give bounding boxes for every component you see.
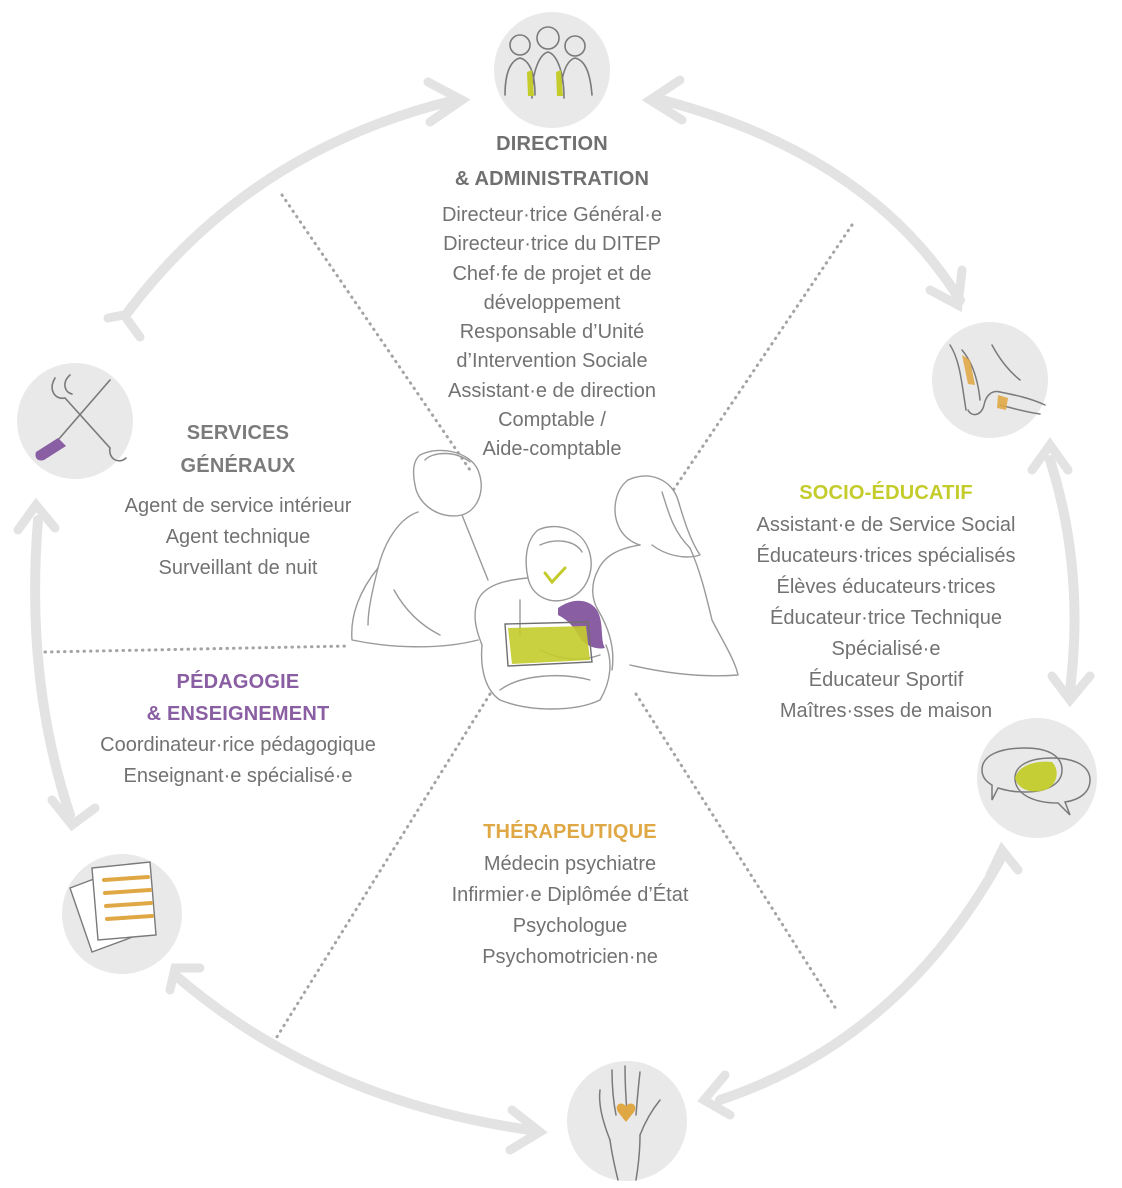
socio-role: Maîtres·sses de maison (779, 700, 993, 722)
therapeutique-role: Psychomotricien·ne (482, 946, 658, 968)
section-services-generaux: SERVICES GÉNÉRAUX Agent de service intér… (125, 417, 352, 584)
arrow-top-right (657, 95, 965, 305)
direction-role: Responsable d’Unité (459, 321, 645, 344)
direction-role: Directeur·trice Général·e (441, 204, 663, 226)
arrowhead-left-end (47, 795, 100, 832)
socio-role-list: Assistant·e de Service Social Éducateurs… (756, 510, 1015, 727)
socio-role: Éducateur Sportif (808, 669, 964, 691)
services-role-list: Agent de service intérieur Agent techniq… (125, 491, 352, 584)
socio-title: SOCIO-ÉDUCATIF (799, 482, 973, 504)
arrow-bottom-left (170, 970, 535, 1135)
separator-bottom-left (273, 692, 492, 1042)
pedagogie-role: Enseignant·e spécialisé·e (123, 765, 353, 787)
therapeutique-role-list: Médecin psychiatre Infirmier·e Diplômée … (452, 849, 689, 973)
separator-bottom-right (634, 692, 840, 1014)
section-therapeutique: THÉRAPEUTIQUE Médecin psychiatre Infirmi… (452, 815, 689, 973)
direction-role: Assistant·e de direction (448, 379, 656, 402)
socio-role: Éducateurs·trices spécialisés (756, 545, 1016, 567)
socio-role: Spécialisé·e (831, 638, 941, 660)
central-green-book (508, 626, 590, 664)
therapeutique-role: Infirmier·e Diplômée d’État (451, 884, 689, 906)
direction-title-line2: & ADMINISTRATION (454, 168, 650, 190)
arrowhead-top-left-end (423, 77, 471, 127)
arrowhead-bottom-right-start (985, 841, 1023, 880)
services-title-line2: GÉNÉRAUX (180, 455, 296, 477)
direction-role: développement (483, 291, 621, 314)
services-role: Surveillant de nuit (158, 557, 318, 579)
pedagogie-title-line1: PÉDAGOGIE (176, 671, 300, 693)
direction-role-list: Directeur·trice Général·e Directeur·tric… (442, 201, 662, 465)
section-direction-administration: DIRECTION & ADMINISTRATION Directeur·tri… (442, 127, 662, 465)
hand-heart-icon (567, 1061, 687, 1181)
arrow-right (1045, 455, 1080, 695)
arrowhead-top-right-end (925, 265, 967, 313)
services-role: Agent technique (165, 526, 311, 548)
arrow-top-left (123, 95, 460, 317)
dotted-separators (43, 193, 854, 1042)
separator-left (43, 644, 352, 654)
hands-icon (932, 322, 1048, 438)
pedagogie-role: Coordinateur·rice pédagogique (100, 734, 376, 756)
arrowhead-top-left-start (103, 310, 145, 342)
direction-role: d’Intervention Sociale (456, 350, 648, 373)
arrowhead-left-start (13, 497, 60, 535)
tools-icon (17, 363, 133, 479)
central-book-outline (504, 621, 593, 667)
separator-top-right (670, 223, 854, 494)
socio-role: Élèves éducateurs·trices (776, 576, 996, 598)
arrowhead-top-right-start (641, 75, 687, 125)
direction-role: Directeur·trice du DITEP (443, 233, 661, 256)
pedagogie-title-line2: & ENSEIGNEMENT (146, 703, 330, 725)
arrowhead-bottom-left-end (505, 1105, 548, 1155)
arrowhead-bottom-right-end (697, 1070, 735, 1120)
services-title-line1: SERVICES (186, 422, 290, 444)
therapeutique-title: THÉRAPEUTIQUE (483, 821, 657, 843)
arrowhead-right-start (1027, 437, 1073, 475)
arrowhead-bottom-left-start (165, 963, 205, 995)
services-role: Agent de service intérieur (124, 495, 352, 517)
direction-role: Comptable / (498, 409, 606, 432)
socio-role: Éducateur·trice Technique (769, 607, 1002, 629)
direction-role: Chef·fe de projet et de (452, 262, 652, 285)
team-icon (494, 12, 610, 128)
pedagogie-role-list: Coordinateur·rice pédagogique Enseignant… (100, 730, 376, 792)
therapeutique-role: Psychologue (512, 915, 628, 937)
central-purple-accent (558, 600, 605, 649)
speech-bubbles-icon (977, 718, 1097, 838)
cycle-arrows (13, 75, 1095, 1155)
central-green-check (543, 566, 567, 585)
section-pedagogie-enseignement: PÉDAGOGIE & ENSEIGNEMENT Coordinateur·ri… (100, 666, 376, 792)
direction-role: Aide-comptable (482, 438, 622, 461)
therapeutique-role: Médecin psychiatre (483, 853, 657, 875)
documents-icon (62, 854, 182, 974)
arrowhead-right-end (1047, 671, 1095, 708)
arrow-left (30, 515, 75, 820)
direction-title-line1: DIRECTION (496, 133, 608, 155)
section-socio-educatif: SOCIO-ÉDUCATIF Assistant·e de Service So… (756, 476, 1015, 727)
socio-role: Assistant·e de Service Social (756, 514, 1016, 536)
arrow-bottom-right (715, 855, 1005, 1105)
central-people-sketch (351, 449, 739, 710)
